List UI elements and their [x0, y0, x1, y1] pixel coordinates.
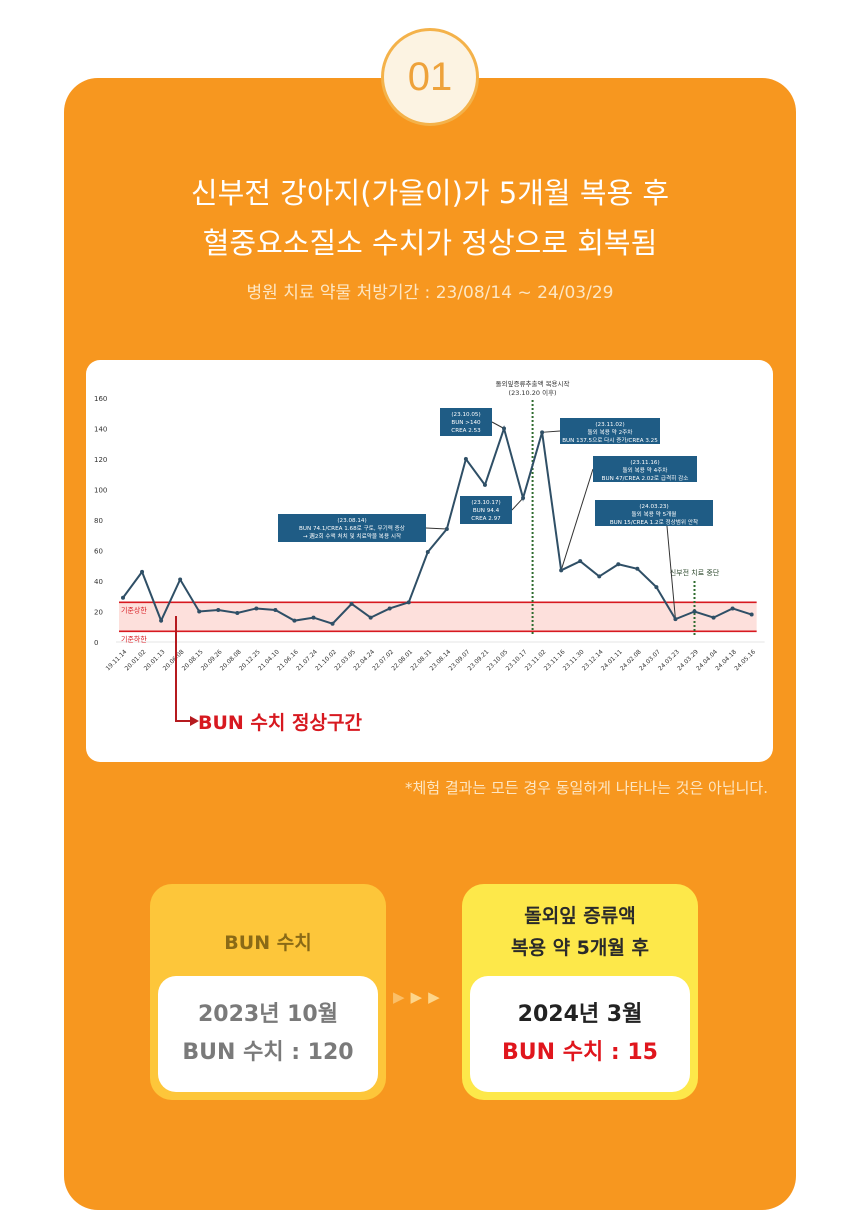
svg-text:BUN 94.4: BUN 94.4 [473, 508, 500, 514]
svg-text:(23.11.02): (23.11.02) [595, 422, 624, 428]
before-box: BUN 수치 2023년 10월 BUN 수치 : 120 [150, 884, 386, 1100]
after-header-line-1: 돌외잎 증류액 [524, 905, 636, 927]
svg-text:(23.10.05): (23.10.05) [451, 412, 480, 418]
after-bun-value: BUN 수치 : 15 [502, 1040, 658, 1065]
svg-text:160: 160 [94, 395, 107, 403]
svg-text:돌외 복용 약 5개월: 돌외 복용 약 5개월 [632, 510, 677, 518]
svg-text:80: 80 [94, 517, 103, 525]
after-header-line-2: 복용 약 5개월 후 [511, 937, 649, 959]
svg-text:0: 0 [94, 639, 98, 647]
step-number-badge: 01 [381, 28, 479, 126]
before-bun-value: BUN 수치 : 120 [182, 1040, 354, 1065]
svg-text:120: 120 [94, 456, 107, 464]
svg-text:BUN 47/CREA 2.02로 급격히 감소: BUN 47/CREA 2.02로 급격히 감소 [602, 474, 689, 482]
svg-text:(23.11.16): (23.11.16) [630, 460, 659, 466]
after-header: 돌외잎 증류액 복용 약 5개월 후 [462, 900, 698, 964]
callout-arrow-icon [175, 616, 199, 726]
svg-text:BUN 15/CREA 1.2로 정상범위 안착: BUN 15/CREA 1.2로 정상범위 안착 [610, 518, 698, 526]
svg-text:기준하한: 기준하한 [121, 634, 147, 643]
before-values: 2023년 10월 BUN 수치 : 120 [158, 976, 378, 1092]
svg-text:돌외 복용 약 2주차: 돌외 복용 약 2주차 [588, 428, 633, 436]
svg-text:60: 60 [94, 548, 103, 556]
svg-text:돌외 복용 약 4주차: 돌외 복용 약 4주차 [623, 466, 668, 474]
svg-text:20: 20 [94, 609, 103, 617]
svg-text:BUN >140: BUN >140 [451, 420, 481, 426]
after-values: 2024년 3월 BUN 수치 : 15 [470, 976, 690, 1092]
svg-text:(23.10.17): (23.10.17) [471, 500, 500, 506]
svg-text:CREA 2.97: CREA 2.97 [471, 516, 501, 522]
svg-text:BUN 137.5으로 다시 증가/CREA 3.25: BUN 137.5으로 다시 증가/CREA 3.25 [562, 436, 658, 444]
progress-arrows: ▶▶▶ [393, 988, 446, 1006]
before-date: 2023년 10월 [198, 1002, 338, 1027]
normal-range-callout: BUN 수치 정상구간 [198, 708, 362, 735]
after-date: 2024년 3월 [517, 1002, 643, 1027]
svg-text:BUN 74.1/CREA 1.68로 구토, 무기력 증상: BUN 74.1/CREA 1.68로 구토, 무기력 증상 [299, 524, 405, 532]
svg-text:(23.10.20 이후): (23.10.20 이후) [509, 388, 557, 397]
svg-text:(23.08.14): (23.08.14) [337, 518, 366, 524]
svg-text:40: 40 [94, 578, 103, 586]
title-line-2: 혈중요소질소 수치가 정상으로 회복됨 [202, 226, 658, 260]
svg-text:기준상한: 기준상한 [121, 605, 147, 614]
arrow-right-icon: ▶ [410, 988, 429, 1006]
svg-text:돌외잎증류추출액 복용시작: 돌외잎증류추출액 복용시작 [496, 379, 570, 388]
svg-text:140: 140 [94, 426, 107, 434]
svg-text:→ 週2회 수액 처치 및 치료약물 복용 시작: → 週2회 수액 처치 및 치료약물 복용 시작 [303, 532, 401, 540]
before-header: BUN 수치 [224, 932, 312, 954]
svg-text:100: 100 [94, 487, 107, 495]
normal-range-label: BUN 수치 정상구간 [198, 712, 362, 734]
svg-text:신부전 치료 중단: 신부전 치료 중단 [670, 568, 720, 577]
after-box: 돌외잎 증류액 복용 약 5개월 후 2024년 3월 BUN 수치 : 15 [462, 884, 698, 1100]
page-title: 신부전 강아지(가을이)가 5개월 복용 후 혈중요소질소 수치가 정상으로 회… [0, 168, 860, 268]
arrow-right-icon: ▶ [428, 988, 446, 1006]
disclaimer: *체험 결과는 모든 경우 동일하게 나타나는 것은 아닙니다. [404, 779, 768, 797]
svg-text:CREA 2.53: CREA 2.53 [451, 428, 481, 434]
prescription-period: 병원 치료 약물 처방기간 : 23/08/14 ~ 24/03/29 [246, 283, 614, 303]
svg-text:(24.03.23): (24.03.23) [639, 504, 668, 510]
title-line-1: 신부전 강아지(가을이)가 5개월 복용 후 [190, 176, 670, 210]
arrow-right-icon: ▶ [393, 988, 411, 1006]
